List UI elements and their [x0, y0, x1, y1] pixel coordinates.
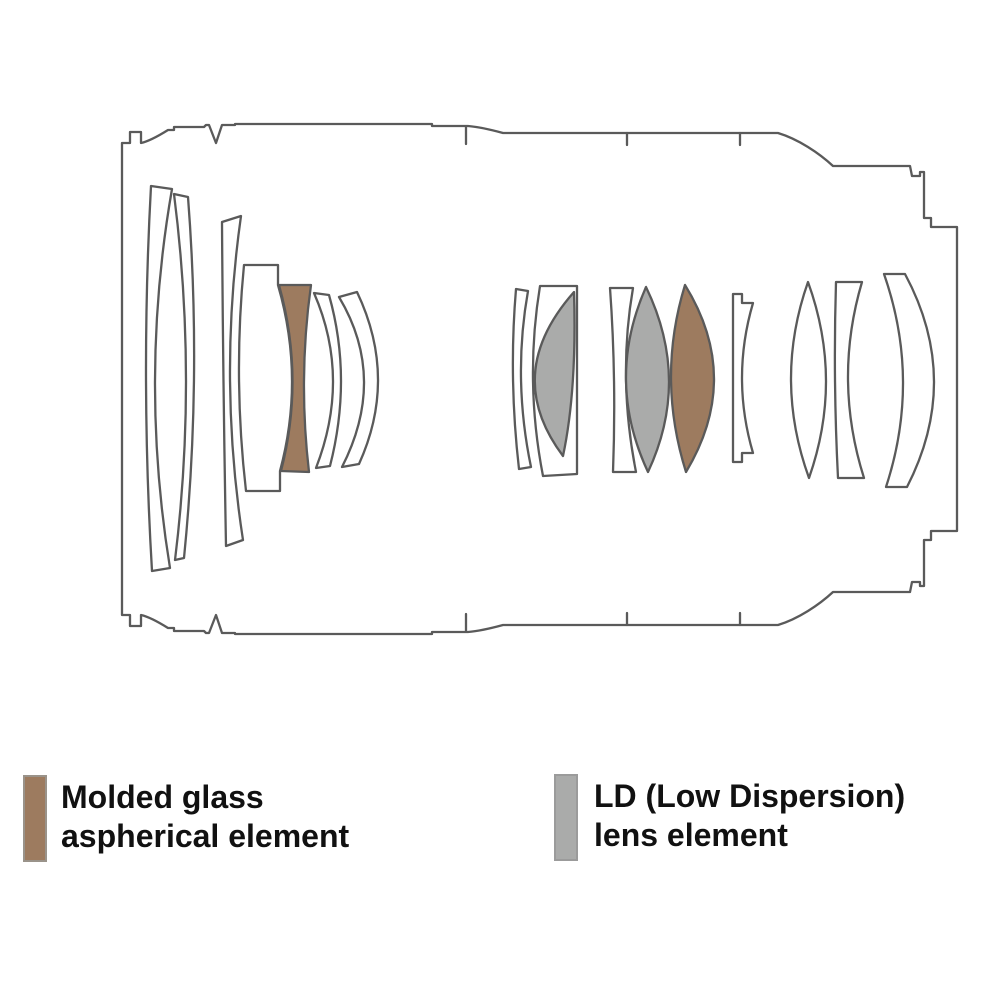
- lens-element: [220, 214, 245, 548]
- lens-element: [144, 184, 174, 573]
- lens-element: [608, 286, 638, 474]
- lens-element: [172, 192, 196, 562]
- ld-element-2: [624, 285, 671, 474]
- lens-element: [789, 280, 828, 480]
- barrel-tick-marks: [464, 125, 742, 633]
- legend-item-ld: LD (Low Dispersion) lens element: [554, 774, 905, 861]
- ld-color-swatch: [554, 774, 578, 861]
- lens-element: [882, 272, 936, 489]
- lens-element: [511, 287, 533, 471]
- legend-label-line: LD (Low Dispersion): [594, 778, 906, 814]
- legend-item-aspherical: Molded glass aspherical element: [23, 775, 349, 862]
- legend-label-aspherical: Molded glass aspherical element: [61, 778, 349, 856]
- front-aspherical-element: [277, 283, 313, 474]
- aspherical-color-swatch: [23, 775, 47, 862]
- front-lens-group: [144, 184, 380, 573]
- rear-lens-group: [789, 272, 936, 489]
- legend-label-ld: LD (Low Dispersion) lens element: [594, 777, 905, 855]
- middle-lens-group: [511, 283, 755, 478]
- legend-label-line: lens element: [594, 817, 788, 853]
- legend-label-line: aspherical element: [61, 818, 350, 854]
- lens-element: [337, 290, 380, 469]
- rear-aspherical-element: [669, 283, 716, 474]
- legend-swatch-ld: [554, 774, 578, 861]
- legend-label-line: Molded glass: [61, 779, 264, 815]
- ld-element-1: [533, 290, 576, 458]
- legend-swatch-aspherical: [23, 775, 47, 862]
- lens-element: [731, 292, 755, 464]
- lens-element: [312, 291, 343, 470]
- lens-element: [833, 280, 866, 480]
